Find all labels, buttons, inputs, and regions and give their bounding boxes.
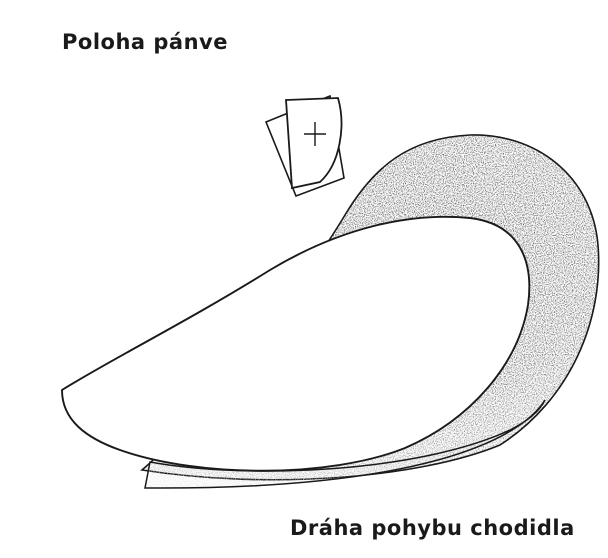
pelvis-marker	[266, 96, 344, 196]
foot-path-label: Dráha pohybu chodidla	[290, 516, 575, 540]
